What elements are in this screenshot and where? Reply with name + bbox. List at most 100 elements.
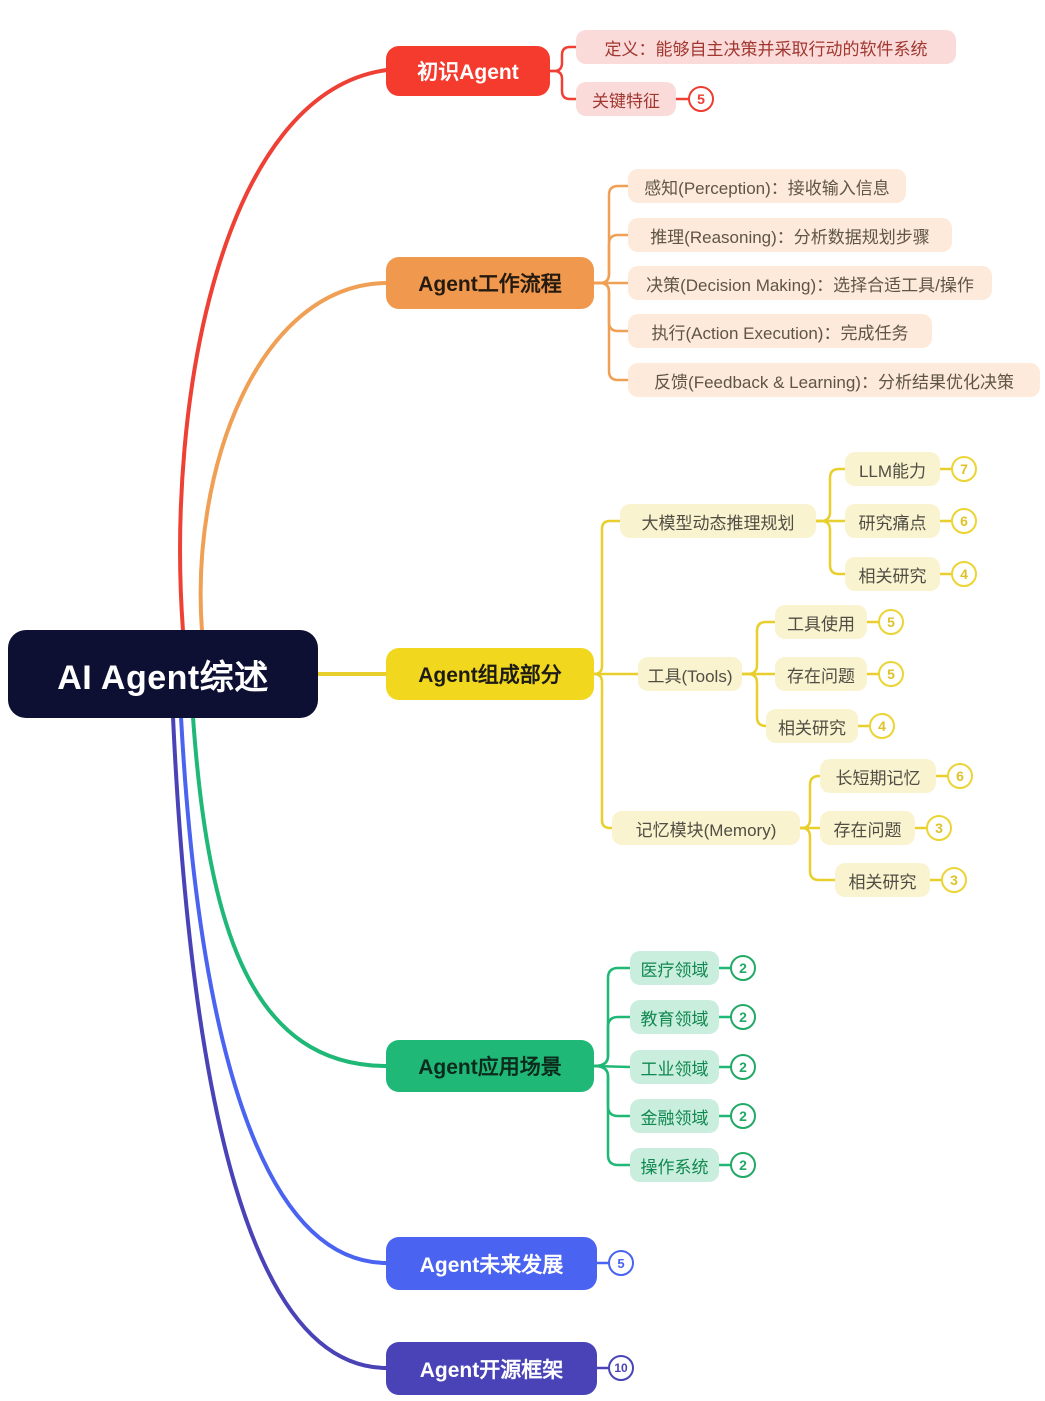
node-operating-system[interactable]: 操作系统 — [630, 1148, 719, 1182]
curve-applications — [191, 715, 389, 1068]
badge-related-research-2-count[interactable]: 4 — [869, 713, 895, 739]
connector-app-2 — [592, 1015, 632, 1068]
node-industry-field-label: 工业领域 — [640, 1059, 709, 1079]
badge-memory-issues-count[interactable]: 3 — [926, 815, 952, 841]
node-tools[interactable]: 工具(Tools) — [638, 657, 742, 691]
connector-workflow-2 — [592, 233, 630, 285]
badge-related-research-1-count[interactable]: 4 — [951, 561, 977, 587]
connector-app-5 — [592, 1064, 632, 1167]
node-research-painpoints-label: 研究痛点 — [858, 513, 927, 533]
connector-intro-features — [548, 69, 578, 101]
node-memory-module[interactable]: 记忆模块(Memory) — [612, 811, 800, 845]
branch-frameworks[interactable]: Agent开源框架 — [386, 1342, 597, 1395]
connector-intro-definition — [548, 45, 578, 73]
badge-future-count[interactable]: 5 — [608, 1250, 634, 1276]
node-action-execution[interactable]: 执行(Action Execution)：完成任务 — [628, 314, 932, 348]
node-research-painpoints[interactable]: 研究痛点 — [845, 504, 940, 538]
node-related-research-3-label: 相关研究 — [848, 872, 917, 892]
node-llm-capability-label: LLM能力 — [858, 461, 927, 481]
node-medical-field[interactable]: 医疗领域 — [630, 951, 719, 985]
badge-industry-field-count[interactable]: 2 — [730, 1054, 756, 1080]
branch-workflow-label: Agent工作流程 — [418, 273, 562, 296]
node-memory-issues[interactable]: 存在问题 — [820, 811, 915, 845]
badge-finance-field-count[interactable]: 2 — [730, 1103, 756, 1129]
node-tool-issues[interactable]: 存在问题 — [775, 657, 867, 691]
badge-key-features-count[interactable]: 5 — [688, 86, 714, 112]
node-feedback-learning[interactable]: 反馈(Feedback & Learning)：分析结果优化决策 — [628, 363, 1040, 397]
node-related-research-2-label: 相关研究 — [778, 718, 846, 738]
node-related-research-1-label: 相关研究 — [858, 566, 927, 586]
node-decision-making-label: 决策(Decision Making)：选择合适工具/操作 — [646, 275, 974, 295]
connector-planning-research — [814, 519, 847, 576]
node-llm-planning-label: 大模型动态推理规划 — [641, 513, 795, 533]
badge-related-research-3-count[interactable]: 3 — [941, 867, 967, 893]
badge-tool-usage-count[interactable]: 5 — [878, 609, 904, 635]
badge-llm-capability-count[interactable]: 7 — [951, 456, 977, 482]
components-connectors — [592, 467, 953, 882]
node-longshort-memory[interactable]: 长短期记忆 — [820, 759, 936, 793]
node-medical-field-label: 医疗领域 — [640, 960, 709, 980]
node-perception[interactable]: 感知(Perception)：接收输入信息 — [628, 169, 906, 203]
connector-workflow-4 — [592, 281, 630, 333]
node-key-features[interactable]: 关键特征 — [576, 82, 676, 116]
branch-frameworks-label: Agent开源框架 — [419, 1358, 564, 1382]
node-tool-issues-label: 存在问题 — [787, 666, 855, 686]
node-tool-usage-label: 工具使用 — [787, 614, 855, 634]
connector-app-4 — [592, 1064, 632, 1118]
node-key-features-label: 关键特征 — [592, 91, 660, 111]
node-reasoning[interactable]: 推理(Reasoning)：分析数据规划步骤 — [628, 218, 952, 252]
branch-intro-agent[interactable]: 初识Agent — [386, 46, 550, 96]
connector-tools-usage — [740, 620, 777, 676]
badge-research-painpoints-count[interactable]: 6 — [951, 508, 977, 534]
intro-connectors — [548, 45, 690, 101]
branch-future-label: Agent未来发展 — [419, 1253, 564, 1277]
branch-workflow[interactable]: Agent工作流程 — [386, 257, 594, 309]
node-operating-system-label: 操作系统 — [640, 1157, 709, 1177]
node-finance-field[interactable]: 金融领域 — [630, 1099, 719, 1133]
node-finance-field-label: 金融领域 — [640, 1108, 709, 1128]
badge-medical-field-count[interactable]: 2 — [730, 955, 756, 981]
applications-connectors — [592, 966, 732, 1167]
node-decision-making[interactable]: 决策(Decision Making)：选择合适工具/操作 — [628, 266, 992, 300]
node-feedback-learning-label: 反馈(Feedback & Learning)：分析结果优化决策 — [654, 372, 1014, 392]
branch-applications[interactable]: Agent应用场景 — [386, 1040, 594, 1092]
badge-longshort-memory-count[interactable]: 6 — [947, 763, 973, 789]
main-branch-curves — [171, 68, 389, 1370]
curve-workflow — [198, 281, 389, 633]
node-llm-planning[interactable]: 大模型动态推理规划 — [620, 504, 816, 538]
root-node[interactable]: AI Agent综述 — [8, 630, 318, 718]
badge-tool-issues-count[interactable]: 5 — [878, 661, 904, 687]
node-definition[interactable]: 定义：能够自主决策并采取行动的软件系统 — [576, 30, 956, 64]
node-related-research-2[interactable]: 相关研究 — [766, 709, 858, 743]
badge-operating-system-count[interactable]: 2 — [730, 1152, 756, 1178]
connector-components-memory — [592, 672, 614, 830]
branch-future[interactable]: Agent未来发展 — [386, 1237, 597, 1290]
badge-frameworks-count[interactable]: 10 — [608, 1355, 634, 1381]
curve-frameworks — [171, 715, 389, 1370]
connector-memory-research — [798, 826, 837, 882]
node-tool-usage[interactable]: 工具使用 — [775, 605, 867, 639]
node-education-field[interactable]: 教育领域 — [630, 1000, 719, 1034]
connector-workflow-5 — [592, 281, 630, 382]
node-tools-label: 工具(Tools) — [647, 666, 733, 686]
connector-tools-research — [740, 672, 768, 728]
connector-components-planning — [592, 519, 622, 676]
node-longshort-memory-label: 长短期记忆 — [835, 768, 921, 788]
curve-future — [179, 715, 389, 1265]
connector-planning-llm — [814, 467, 847, 523]
branch-components[interactable]: Agent组成部分 — [386, 648, 594, 700]
node-related-research-1[interactable]: 相关研究 — [845, 557, 940, 591]
node-action-execution-label: 执行(Action Execution)：完成任务 — [651, 323, 909, 343]
badge-education-field-count[interactable]: 2 — [730, 1004, 756, 1030]
root-node-label: AI Agent综述 — [57, 658, 269, 697]
node-memory-module-label: 记忆模块(Memory) — [635, 820, 777, 840]
node-llm-capability[interactable]: LLM能力 — [845, 452, 940, 486]
curve-intro — [178, 68, 389, 633]
node-related-research-3[interactable]: 相关研究 — [835, 863, 930, 897]
node-perception-label: 感知(Perception)：接收输入信息 — [644, 178, 890, 198]
connector-memory-longshort — [798, 774, 822, 830]
node-industry-field[interactable]: 工业领域 — [630, 1050, 719, 1084]
node-memory-issues-label: 存在问题 — [833, 820, 902, 840]
